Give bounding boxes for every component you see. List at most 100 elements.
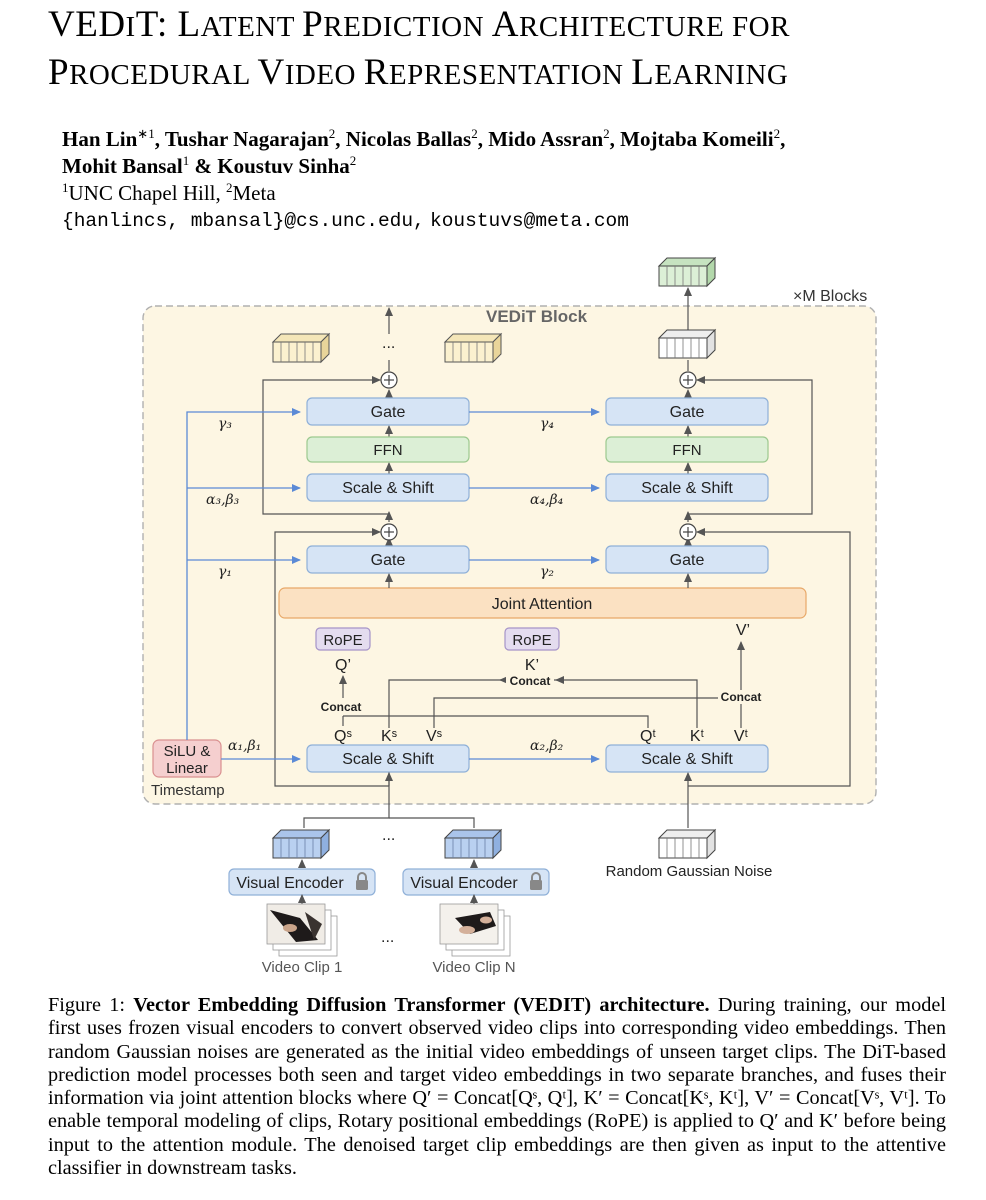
affiliation-name: Meta bbox=[232, 181, 276, 205]
gate-label: Gate bbox=[371, 404, 406, 421]
rope-box bbox=[315, 627, 371, 651]
author-separator: , bbox=[609, 127, 621, 151]
author-name: Mojtaba Komeili bbox=[620, 127, 774, 151]
title_line2-segment: EARNING bbox=[654, 59, 789, 91]
author-affiliation-mark: ∗1 bbox=[137, 126, 155, 141]
gate-label: Gate bbox=[371, 552, 406, 569]
add-node-icon bbox=[380, 371, 398, 389]
title_line1-segment: T bbox=[135, 4, 157, 45]
noise-label: Random Gaussian Noise bbox=[606, 863, 773, 880]
author-name: Tushar Nagarajan bbox=[164, 127, 329, 151]
top-ellipsis: ... bbox=[382, 335, 395, 352]
v-prime-label: V’ bbox=[736, 622, 750, 639]
alpha-beta-2-label: α₂,β₂ bbox=[530, 738, 564, 754]
title_line2-segment: ROCEDURAL bbox=[69, 59, 258, 91]
video-embedding-icon bbox=[444, 829, 502, 859]
caption-label: Figure 1: bbox=[48, 994, 134, 1016]
title_line1-segment: I bbox=[125, 11, 136, 43]
title_line2-segment: EPRESENTATION bbox=[388, 59, 632, 91]
title_line2-segment: R bbox=[363, 52, 389, 93]
ffn-box bbox=[605, 436, 769, 463]
gamma-2-label: γ₂ bbox=[540, 564, 554, 580]
title_line1-segment: REDICTION bbox=[323, 11, 492, 43]
video-clip-1-thumbnail bbox=[266, 894, 338, 957]
author-affiliation-mark: 1 bbox=[182, 153, 190, 168]
concat-label: Concat bbox=[721, 690, 762, 704]
title_line2-segment: IDEO bbox=[284, 59, 364, 91]
author-separator: , bbox=[154, 127, 165, 151]
author-affiliation-mark: 2 bbox=[349, 153, 357, 168]
title_line1-segment: L bbox=[177, 4, 201, 45]
inputs-ellipsis: ... bbox=[382, 827, 395, 844]
add-node-icon bbox=[679, 371, 697, 389]
ffn-label: FFN bbox=[373, 442, 402, 459]
gamma-3-label: γ₃ bbox=[218, 416, 232, 432]
gamma-1-label: γ₁ bbox=[218, 564, 232, 580]
alpha-beta-4-label: α₄,β₄ bbox=[530, 492, 564, 508]
video-clip-1-label: Video Clip 1 bbox=[262, 959, 343, 976]
noise-embedding-icon bbox=[658, 829, 716, 859]
scale-shift-label: Scale & Shift bbox=[342, 751, 434, 768]
k-prime-label: K’ bbox=[525, 657, 539, 674]
gate-label: Gate bbox=[670, 552, 705, 569]
affiliation-name: UNC Chapel Hill bbox=[68, 181, 216, 205]
title_line1-segment: : bbox=[156, 4, 178, 45]
video-embedding-icon bbox=[272, 829, 330, 859]
rope-box bbox=[504, 627, 560, 651]
scale-shift-box bbox=[605, 473, 769, 502]
target-embedding-icon bbox=[658, 329, 716, 359]
email-addresses: {hanlincs, mbansal}@cs.unc.edu, koustuvs… bbox=[62, 206, 629, 234]
gate-box bbox=[605, 397, 769, 426]
author-separator: , bbox=[477, 127, 489, 151]
gate-label: Gate bbox=[670, 404, 705, 421]
rope-label: RoPE bbox=[323, 632, 362, 649]
linear-label: Linear bbox=[166, 760, 208, 777]
m-blocks-label: ×M Blocks bbox=[793, 288, 867, 305]
title_line2-segment: P bbox=[48, 52, 70, 93]
author-separator: , bbox=[780, 127, 786, 151]
ks-label: Kˢ bbox=[381, 728, 398, 745]
video-clip-n-label: Video Clip N bbox=[432, 959, 515, 976]
scale-shift-label: Scale & Shift bbox=[641, 751, 733, 768]
add-node-icon bbox=[679, 523, 697, 541]
concat-label: Concat bbox=[510, 674, 551, 688]
rope-label: RoPE bbox=[512, 632, 551, 649]
author-affiliation-mark: 2 bbox=[603, 126, 610, 141]
title-line-2: PROCEDURAL VIDEO REPRESENTATION LEARNING bbox=[48, 50, 968, 98]
author-separator: & bbox=[189, 154, 218, 178]
scale-shift-label: Scale & Shift bbox=[641, 480, 733, 497]
author-name: Han Lin bbox=[62, 127, 138, 151]
caption-text: During training, our model first uses fr… bbox=[48, 994, 946, 1180]
author-list: Han Lin∗1, Tushar Nagarajan 2, Nicolas Ba… bbox=[62, 126, 962, 180]
gamma-4-label: γ₄ bbox=[540, 416, 554, 432]
q-prime-label: Q’ bbox=[335, 657, 351, 674]
ffn-box bbox=[306, 436, 470, 463]
visual-encoder-label: Visual Encoder bbox=[236, 875, 344, 892]
qs-label: Qˢ bbox=[334, 728, 352, 745]
affiliation-mark: 2 bbox=[226, 180, 233, 195]
output-embedding-icon bbox=[658, 257, 716, 287]
author-name: Nicolas Ballas bbox=[345, 127, 472, 151]
joint-attention-label: Joint Attention bbox=[492, 596, 593, 613]
qt-label: Qᵗ bbox=[640, 728, 656, 745]
vs-label: Vˢ bbox=[426, 728, 443, 745]
concat-label: Concat bbox=[321, 700, 362, 714]
add-node-icon bbox=[380, 523, 398, 541]
timestamp-label: Timestamp bbox=[151, 782, 225, 799]
email-text: {hanlincs, mbansal}@cs.unc.edu, bbox=[62, 210, 425, 232]
title_line1-segment: VED bbox=[48, 4, 126, 45]
source-embedding-icon-2 bbox=[444, 333, 502, 363]
silu-label: SiLU & bbox=[164, 743, 211, 760]
affiliation-separator: , bbox=[215, 181, 226, 205]
author-line-2: Mohit Bansal1 & Koustuv Sinha2 bbox=[62, 153, 962, 180]
email-text-2: koustuvs@meta.com bbox=[430, 210, 629, 232]
title_line1-segment: A bbox=[491, 4, 519, 45]
visual-encoder-label: Visual Encoder bbox=[410, 875, 518, 892]
title_line2-segment: V bbox=[257, 52, 285, 93]
title-line-1: VEDIT: LATENT PREDICTION ARCHITECTURE FO… bbox=[48, 2, 968, 50]
author-separator: , bbox=[335, 127, 346, 151]
author-name: Mohit Bansal bbox=[62, 154, 183, 178]
source-embedding-icon bbox=[272, 333, 330, 363]
title_line2-segment: L bbox=[631, 52, 655, 93]
scale-shift-label: Scale & Shift bbox=[342, 480, 434, 497]
